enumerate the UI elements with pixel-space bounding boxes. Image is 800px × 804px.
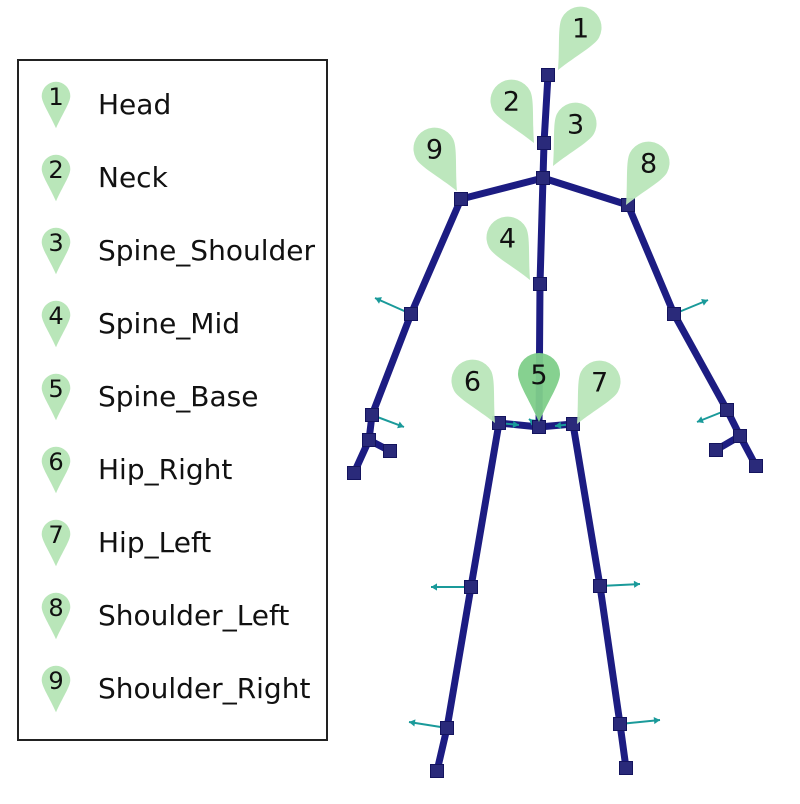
joint-head	[541, 68, 555, 82]
bones-layer	[350, 71, 760, 775]
bone-head-neck	[540, 71, 552, 147]
callout-pin-spine_mid: 4	[486, 216, 530, 280]
legend-pin-number: 7	[48, 521, 63, 549]
legend-label: Neck	[98, 161, 168, 194]
callout-pin-number: 4	[499, 224, 516, 255]
joint-shoulder_right	[454, 192, 468, 206]
legend-label: Spine_Mid	[98, 307, 241, 340]
joint-elbow_left	[667, 307, 681, 321]
bone-spine_shoulder-spine_mid	[536, 174, 547, 288]
joint-knee_left	[593, 579, 607, 593]
legend-pin-icon: 1	[41, 81, 71, 129]
bone-knee_right-ankle_right	[443, 583, 475, 732]
bone-ankle_right-foot_right	[433, 724, 451, 775]
callout-pin-number: 7	[591, 368, 608, 399]
callout-pin-hip_left: 7	[577, 360, 621, 424]
callout-pin-number: 3	[567, 110, 584, 141]
legend-pin-icon: 5	[41, 373, 71, 421]
callout-pin-head: 1	[558, 6, 602, 70]
legend-pin-icon: 9	[41, 665, 71, 713]
bone-shoulder_right-elbow_right	[407, 195, 465, 318]
bone-hip_right-knee_right	[467, 419, 503, 591]
bone-knee_left-ankle_left	[596, 582, 624, 728]
legend-pin-icon: 3	[41, 227, 71, 275]
callout-pin-number: 2	[503, 87, 520, 118]
joint-spine_base	[532, 420, 546, 434]
legend-label: Hip_Right	[98, 453, 233, 486]
legend-pin-number: 6	[48, 448, 63, 476]
joint-thumb_left	[709, 443, 723, 457]
callout-pins-layer: 1 2 3 4 5 6 7 8 9	[413, 6, 670, 424]
legend-pin-number: 5	[48, 375, 63, 403]
legend-item: 7 Hip_Left	[19, 516, 319, 586]
joint-wrist_left	[720, 403, 734, 417]
legend-pin-number: 2	[48, 156, 63, 184]
bone-elbow_left-wrist_left	[670, 310, 731, 414]
callout-pin-shoulder_left: 8	[626, 141, 670, 205]
callout-pin-spine_shoulder: 3	[553, 102, 597, 166]
joint-elbow_right	[404, 307, 418, 321]
joint-ankle_left	[613, 717, 627, 731]
legend-pin-number: 9	[48, 667, 63, 695]
joint-knee_right	[464, 580, 478, 594]
legend-pin-icon: 4	[41, 300, 71, 348]
joint-spine_mid	[533, 277, 547, 291]
legend-item: 6 Hip_Right	[19, 443, 319, 513]
joint-foot_left	[619, 761, 633, 775]
callout-pin-shoulder_right: 9	[413, 127, 457, 191]
bone-spine_shoulder-shoulder_right	[457, 174, 547, 203]
legend-item: 9 Shoulder_Right	[19, 662, 319, 732]
joint-thumb_right	[383, 444, 397, 458]
joint-hip_right	[492, 416, 506, 430]
bone-spine_shoulder-shoulder_left	[539, 174, 632, 209]
callout-pin-hip_right: 6	[451, 359, 495, 423]
legend-item: 2 Neck	[19, 151, 319, 221]
joint-handtip_left	[749, 459, 763, 473]
joint-axes-layer	[371, 136, 728, 729]
legend-label: Head	[98, 88, 172, 121]
bone-hip_left-knee_left	[569, 420, 604, 590]
legend-panel: 1 Head 2 Neck 3 Spine_Shoulder 4 Spine_Mid 5 Spin…	[17, 59, 328, 741]
legend-pin-number: 4	[48, 302, 63, 330]
legend-label: Spine_Base	[98, 380, 259, 413]
bone-elbow_right-wrist_right	[368, 310, 415, 419]
callout-pin-number: 8	[640, 149, 657, 180]
joint-handtip_right	[347, 466, 361, 480]
callout-pin-neck: 2	[490, 79, 534, 143]
bone-shoulder_left-elbow_left	[624, 201, 678, 318]
joint-foot_right	[430, 764, 444, 778]
legend-pin-icon: 2	[41, 154, 71, 202]
joint-wrist_right	[365, 408, 379, 422]
joint-neck	[537, 136, 551, 150]
legend-label: Spine_Shoulder	[98, 234, 315, 267]
legend-pin-icon: 7	[41, 519, 71, 567]
legend-item: 3 Spine_Shoulder	[19, 224, 319, 294]
legend-label: Hip_Left	[98, 526, 212, 559]
joint-hand_left	[733, 429, 747, 443]
legend-pin-number: 3	[48, 229, 63, 257]
legend-pin-icon: 8	[41, 592, 71, 640]
bone-ankle_left-foot_left	[616, 720, 630, 772]
joint-hip_left	[566, 417, 580, 431]
legend-item: 4 Spine_Mid	[19, 297, 319, 367]
legend-label: Shoulder_Right	[98, 672, 311, 705]
legend-item: 8 Shoulder_Left	[19, 589, 319, 659]
callout-pin-spine_base: 5	[518, 353, 560, 422]
legend-pin-number: 8	[48, 594, 63, 622]
joint-ankle_right	[440, 721, 454, 735]
legend-pin-number: 1	[48, 83, 63, 111]
legend-label: Shoulder_Left	[98, 599, 290, 632]
callout-pin-number: 1	[572, 14, 589, 45]
joint-hand_right	[362, 433, 376, 447]
callout-pin-number: 5	[530, 360, 547, 391]
joint-spine_shoulder	[536, 171, 550, 185]
joints-layer	[347, 68, 763, 778]
callout-pin-number: 9	[426, 135, 443, 166]
legend-pin-icon: 6	[41, 446, 71, 494]
legend-item: 1 Head	[19, 78, 319, 148]
callout-pin-number: 6	[464, 367, 481, 398]
legend-item: 5 Spine_Base	[19, 370, 319, 440]
